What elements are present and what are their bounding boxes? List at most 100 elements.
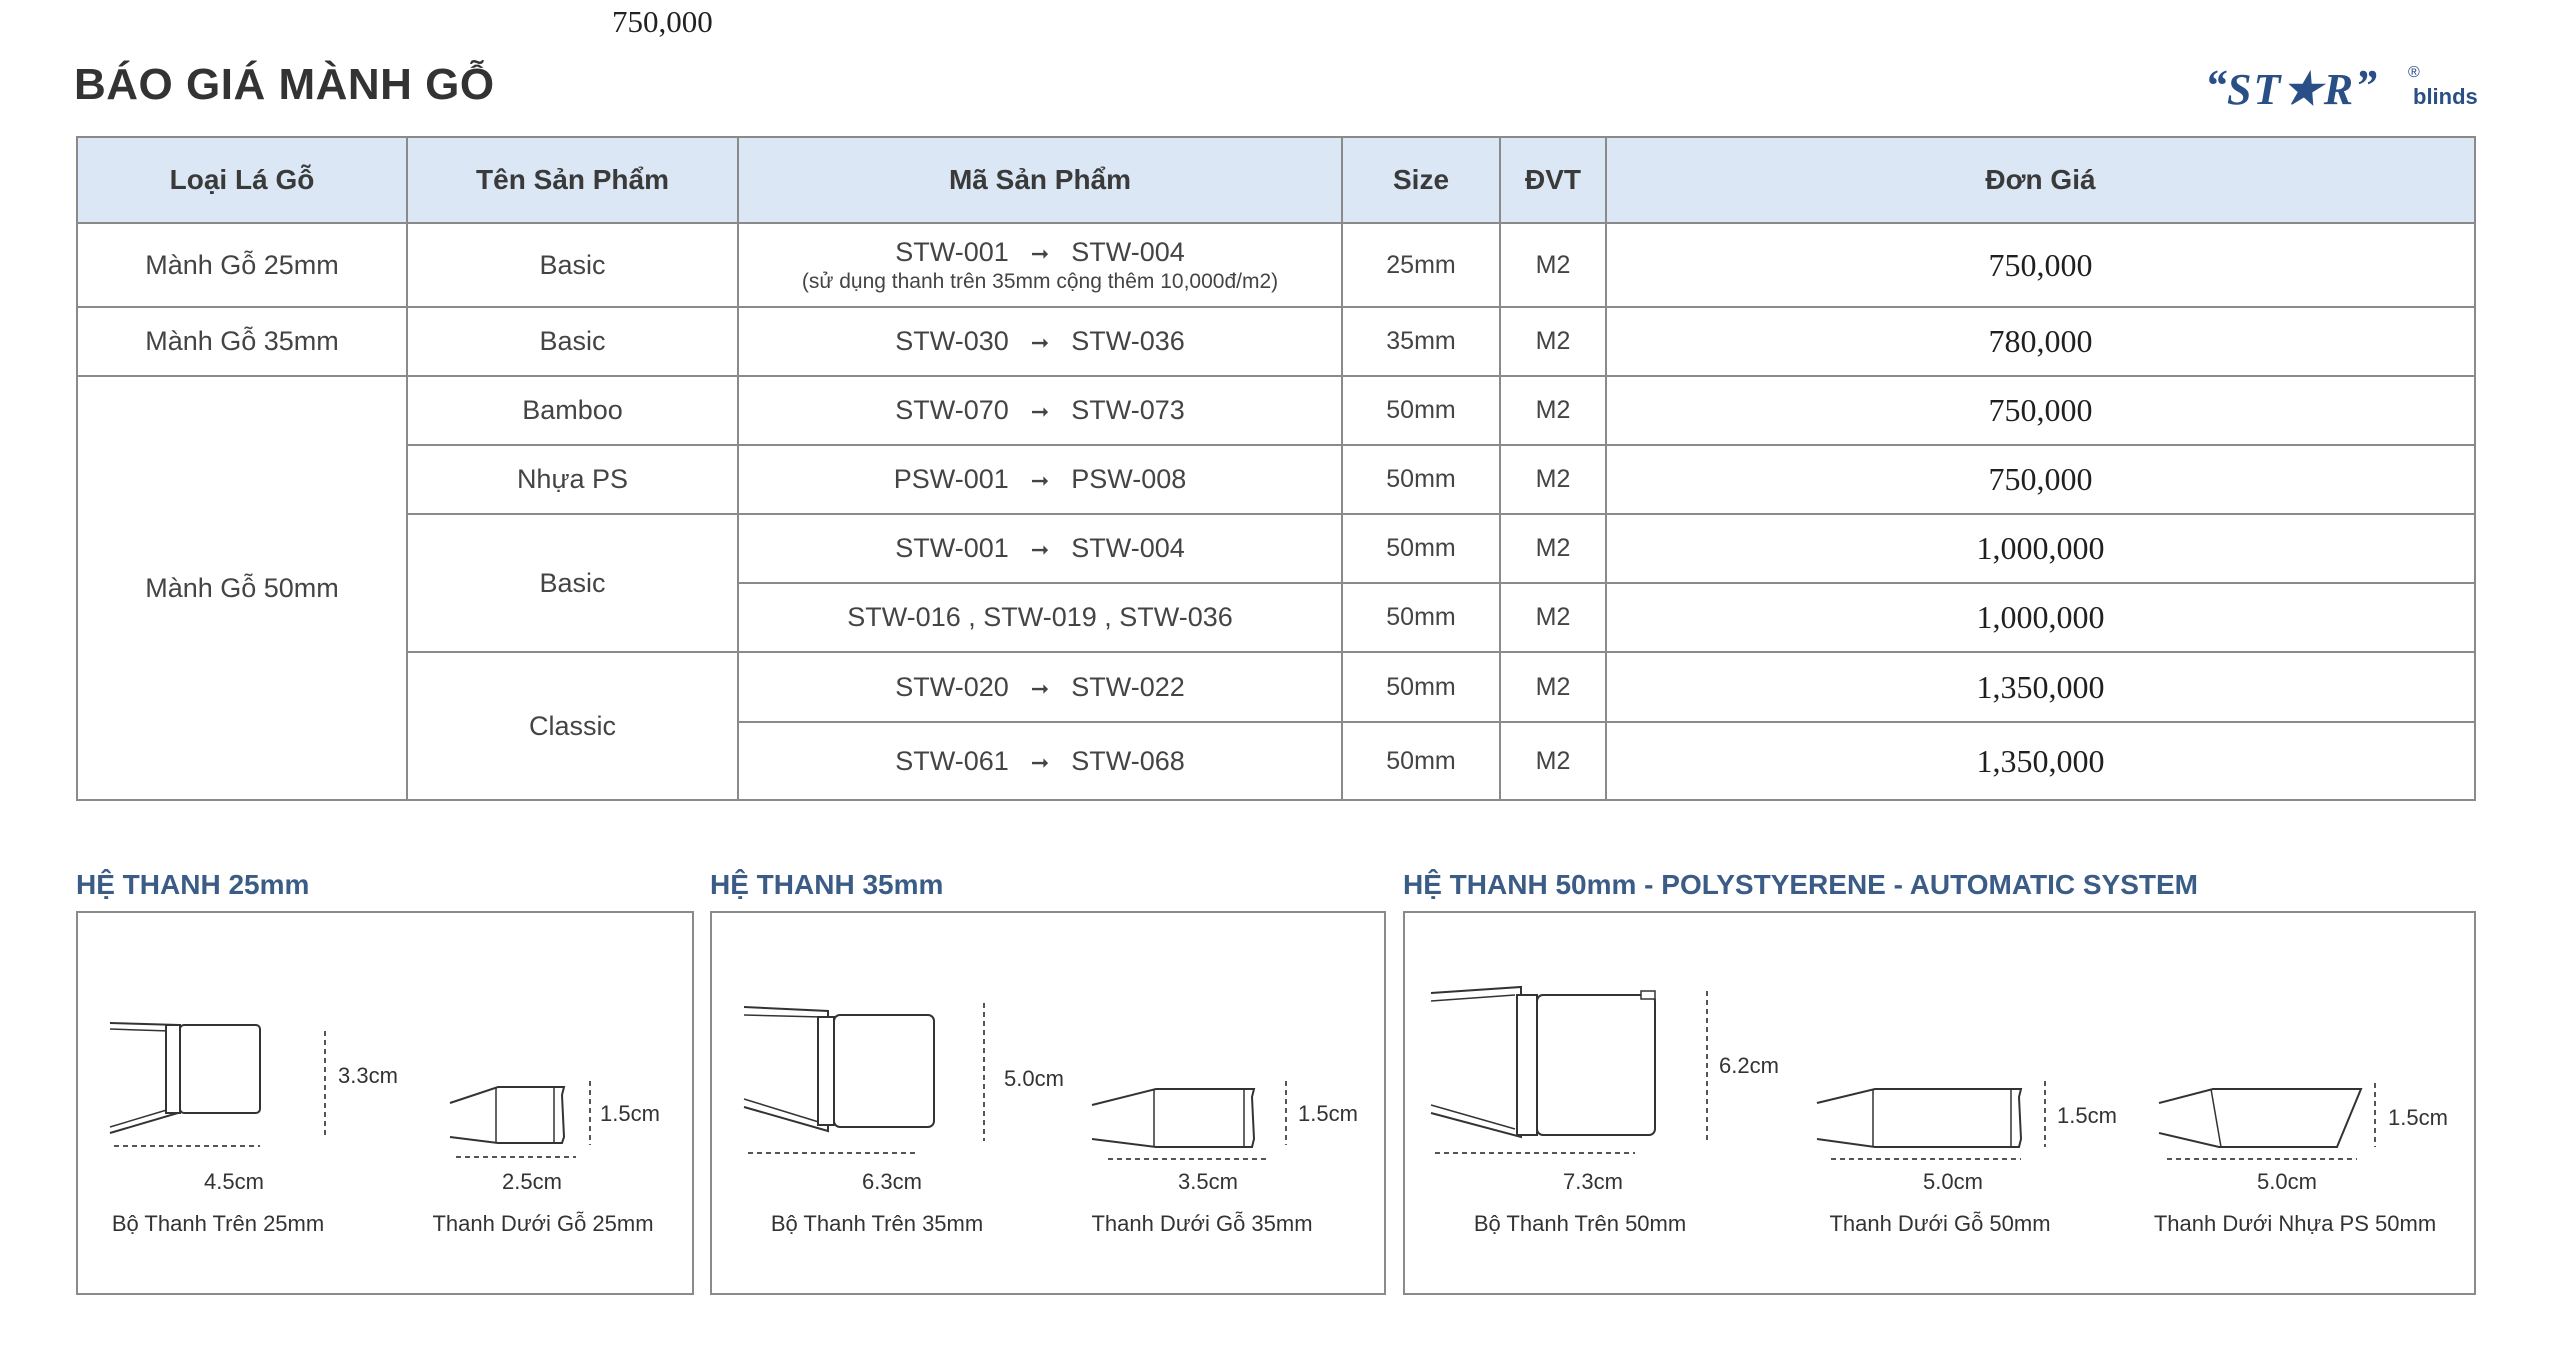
section-title-35: HỆ THANH 35mm (710, 869, 944, 900)
header-price: Đơn Giá (1605, 136, 2476, 224)
cell-price: 1,000,000 (1605, 513, 2476, 584)
bottom-width-label: 3.5cm (1178, 1169, 1238, 1194)
top-caption: Bộ Thanh Trên 25mm (111, 1211, 325, 1236)
code-to: PSW-008 (1071, 464, 1187, 494)
top-width-label: 6.3cm (862, 1169, 922, 1194)
ps-bottomrail-50-drawing (2158, 1088, 2363, 1148)
table-row: STW-061➞STW-068 50mm M2 1,350,000 (77, 721, 2476, 801)
headrail-25-drawing (109, 1022, 261, 1134)
bottom-height-label: 1.5cm (600, 1101, 660, 1126)
height-dimension-line (589, 1081, 591, 1145)
top-height-label: 3.3cm (338, 1063, 398, 1088)
cell-size: 50mm (1341, 582, 1501, 653)
code-to: STW-004 (1071, 236, 1185, 267)
header-size: Size (1341, 136, 1501, 224)
panel-35mm: 5.0cm 6.3cm Bộ Thanh Trên 35mm 1.5cm 3.5… (710, 911, 1386, 1295)
section-title-25: HỆ THANH 25mm (76, 869, 310, 900)
header-product-code: Mã Sản Phẩm (737, 136, 1343, 224)
code-note: (sử dụng thanh trên 35mm cộng thêm 10,00… (801, 269, 1279, 293)
height-dimension-line (2374, 1083, 2376, 1147)
arrow-right-icon: ➞ (1030, 399, 1050, 424)
bottom-height-label: 1.5cm (2057, 1103, 2117, 1128)
section-title-50: HỆ THANH 50mm - POLYSTYERENE - AUTOMATIC… (1403, 869, 2198, 900)
code-from: STW-030 (895, 326, 1009, 356)
top-width-label: 7.3cm (1563, 1169, 1623, 1194)
cell-code: STW-030➞STW-036 (737, 306, 1343, 377)
cell-unit: M2 (1499, 513, 1607, 584)
cell-name: Bamboo (406, 375, 739, 446)
bottom-caption: Thanh Dưới Gỗ 25mm (432, 1211, 654, 1236)
header-type: Loại Lá Gỗ (76, 136, 408, 224)
cell-unit: M2 (1499, 222, 1607, 308)
cell-price: 1,350,000 (1605, 721, 2476, 801)
logo-word: ST★R (2227, 65, 2356, 114)
code-from: PSW-001 (893, 464, 1009, 494)
table-row: Basic STW-001➞STW-004 50mm M2 1,000,000 (77, 513, 2476, 653)
logo-quote-close: ” (2355, 61, 2377, 110)
cell-size: 50mm (1341, 375, 1501, 446)
bottomrail-25-drawing (449, 1086, 566, 1144)
cell-price: 750,000 (1605, 444, 2476, 515)
top-height-label: 5.0cm (1004, 1066, 1064, 1091)
height-dimension-line (1285, 1081, 1287, 1145)
ps-caption: Thanh Dưới Nhựa PS 50mm (2153, 1211, 2437, 1236)
star-blinds-logo: “ ST★R ” ® blinds (2205, 61, 2485, 122)
header-unit: ĐVT (1499, 136, 1607, 224)
cell-unit: M2 (1499, 582, 1607, 653)
logo-sub: blinds (2413, 84, 2478, 109)
table-row: Mành Gỗ 25mm Basic STW-001➞STW-004 (sử d… (76, 222, 2476, 308)
table-row: Nhựa PS PSW-001 ➞ PSW-008 50mm M2 750,000 (77, 444, 2476, 515)
cell-size: 50mm (1341, 444, 1501, 515)
cell-unit: M2 (1499, 306, 1607, 377)
arrow-right-icon: ➞ (1030, 240, 1050, 266)
price-table: Loại Lá Gỗ Tên Sản Phẩm Mã Sản Phẩm Size… (76, 136, 2476, 801)
arrow-right-icon: ➞ (1030, 468, 1050, 493)
width-dimension-line (1435, 1152, 1635, 1154)
cell-size: 50mm (1341, 721, 1501, 801)
table-row: Mành Gỗ 50mm Bamboo STW-070➞STW-073 50mm… (76, 375, 2476, 801)
cell-code: STW-061➞STW-068 (737, 721, 1343, 801)
code-to: STW-073 (1071, 395, 1185, 425)
page-title: BÁO GIÁ MÀNH GỖ (74, 60, 495, 109)
code-from: STW-020 (895, 671, 1009, 702)
top-caption: Bộ Thanh Trên 50mm (1473, 1211, 1687, 1236)
headrail-50-drawing (1430, 985, 1656, 1139)
cell-price: 1,000,000 (1605, 582, 2476, 653)
table-row: Classic STW-020➞STW-022 50mm M2 1,350,00… (77, 651, 2476, 801)
width-dimension-line (2167, 1158, 2357, 1160)
cell-unit: M2 (1499, 721, 1607, 801)
cell-code: STW-001➞STW-004 (sử dụng thanh trên 35mm… (737, 222, 1343, 308)
code-to: STW-004 (1071, 533, 1185, 563)
bottomrail-50-drawing (1816, 1088, 2023, 1148)
logo-quote-open: “ (2205, 61, 2227, 110)
height-dimension-line (324, 1031, 326, 1139)
ps-width-label: 5.0cm (2257, 1169, 2317, 1194)
headrail-35-drawing (743, 1006, 935, 1133)
height-dimension-line (1706, 991, 1708, 1143)
cell-type: Mành Gỗ 35mm (76, 306, 408, 377)
cell-name: Basic (406, 222, 739, 308)
cell-unit: M2 (1499, 375, 1607, 446)
code-from: STW-070 (895, 395, 1009, 425)
code-to: STW-036 (1071, 326, 1185, 356)
top-caption: Bộ Thanh Trên 35mm (770, 1211, 984, 1236)
code-to: STW-022 (1071, 671, 1185, 702)
cell-type: Mành Gỗ 25mm (76, 222, 408, 308)
top-width-label: 4.5cm (204, 1169, 264, 1194)
cell-unit: M2 (1499, 651, 1607, 723)
arrow-right-icon: ➞ (1030, 675, 1050, 701)
cell-code: STW-070 ➞ STW-073 (737, 375, 1343, 446)
width-dimension-line (114, 1145, 260, 1147)
arrow-right-icon: ➞ (1030, 537, 1050, 562)
cell-code: PSW-001 ➞ PSW-008 (737, 444, 1343, 515)
cell-code: STW-020 ➞ STW-022 (737, 651, 1343, 723)
cell-name: Nhựa PS (406, 444, 739, 515)
bottom-width-label: 2.5cm (502, 1169, 562, 1194)
top-height-label: 6.2cm (1719, 1053, 1779, 1078)
header-product-name: Tên Sản Phẩm (406, 136, 739, 224)
arrow-right-icon: ➞ (1030, 749, 1050, 775)
table-row: STW-016 , STW-019 , STW-036 50mm M2 1,00… (77, 582, 2476, 653)
cell-size: 50mm (1341, 651, 1501, 723)
table-row: Mành Gỗ 35mm Basic STW-030➞STW-036 35mm … (76, 306, 2476, 377)
cell-unit: M2 (1499, 444, 1607, 515)
